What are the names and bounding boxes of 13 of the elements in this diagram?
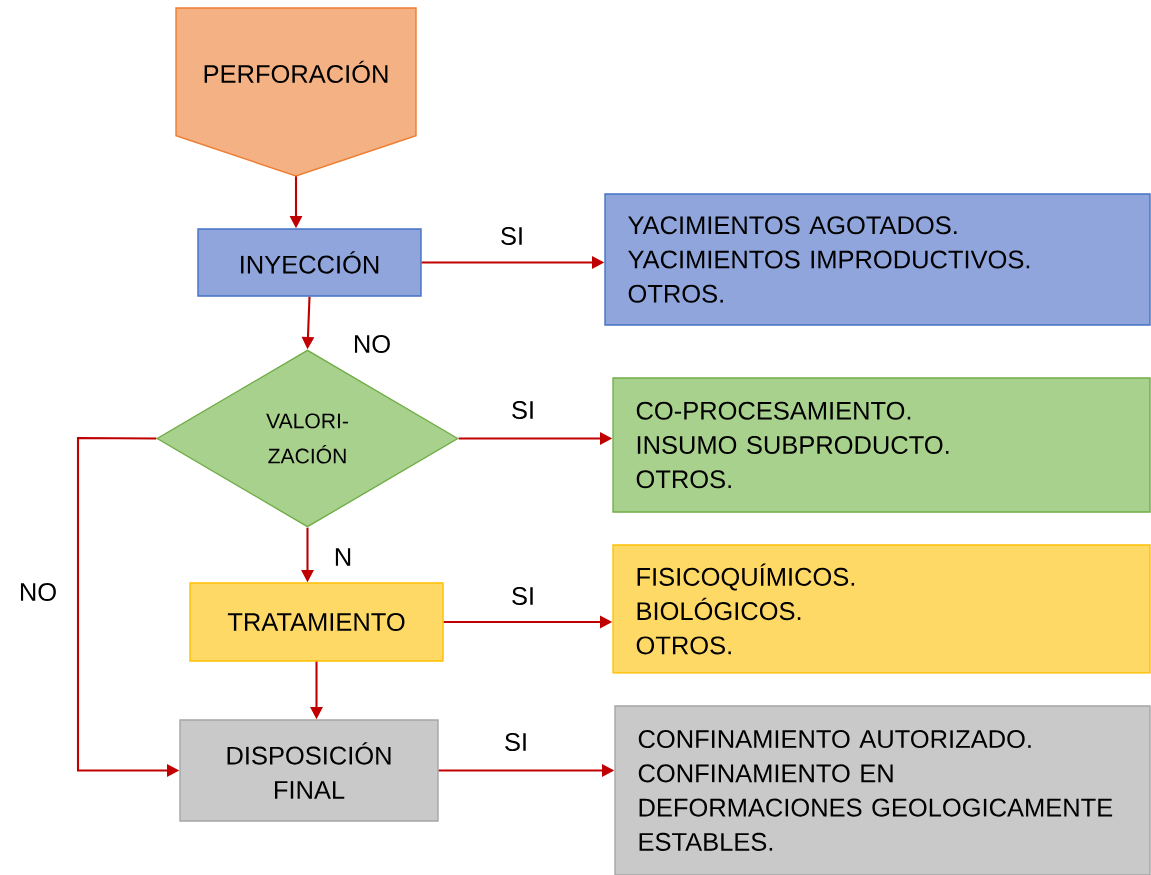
list-box: FISICOQUÍMICOS. BIOLÓGICOS. OTROS. xyxy=(612,544,1151,674)
edge-label: SI xyxy=(498,225,526,247)
process-box: INYECCIÓN xyxy=(197,228,422,297)
process-box: TRATAMIENTO xyxy=(189,582,444,662)
list-box: CO-PROCESAMIENTO. INSUMO SUBPRODUCTO. OTROS. xyxy=(612,377,1151,513)
edge-label: NO xyxy=(17,581,59,603)
edge-label: SI xyxy=(502,731,530,753)
edge-label: N xyxy=(332,546,354,568)
list-box: CONFINAMIENTO AUTORIZADO. CONFINAMIENTO EN DEFORMACIONES GEOLOGICAMENTE ESTABLES. xyxy=(614,705,1151,875)
list-box: YACIMIENTOS AGOTADOS. YACIMIENTOS IMPRODUCTIVOS. OTROS. xyxy=(604,193,1151,326)
process-box: DISPOSICIÓN FINAL xyxy=(179,719,439,822)
edge-label: SI xyxy=(509,399,537,421)
edge-label: SI xyxy=(509,585,537,607)
